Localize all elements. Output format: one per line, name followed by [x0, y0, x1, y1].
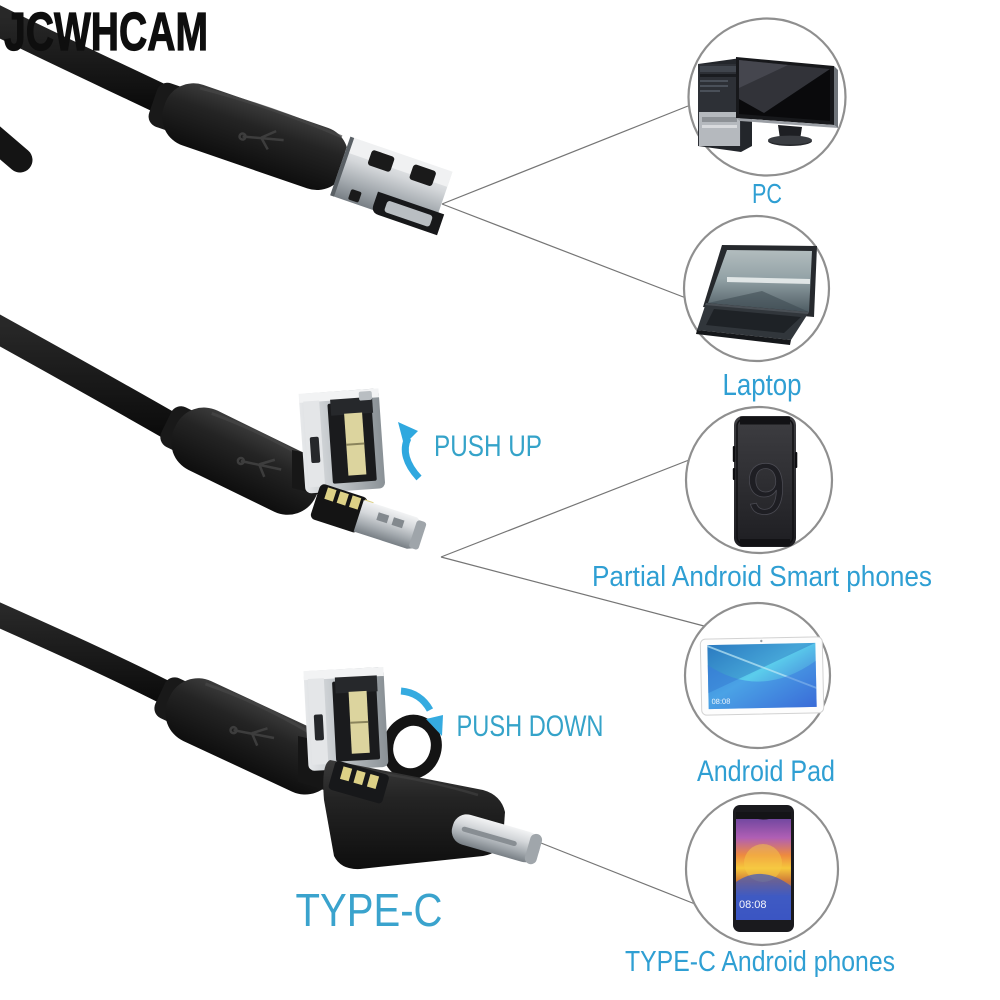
svg-text:JCWHCAM: JCWHCAM [4, 2, 208, 62]
svg-text:9: 9 [746, 450, 786, 530]
svg-text:Laptop: Laptop [723, 367, 802, 402]
svg-text:TYPE-C Android phones: TYPE-C Android phones [625, 946, 895, 978]
svg-text:TYPE-C: TYPE-C [296, 884, 443, 936]
svg-text:PC: PC [752, 178, 782, 209]
svg-text:PUSH UP: PUSH UP [434, 430, 542, 463]
svg-text:08:08: 08:08 [711, 697, 730, 706]
svg-text:08:08: 08:08 [739, 899, 767, 911]
svg-text:PUSH DOWN: PUSH DOWN [457, 710, 604, 743]
svg-text:Android Pad: Android Pad [697, 755, 835, 788]
svg-text:Partial Android Smart phones: Partial Android Smart phones [592, 561, 932, 593]
